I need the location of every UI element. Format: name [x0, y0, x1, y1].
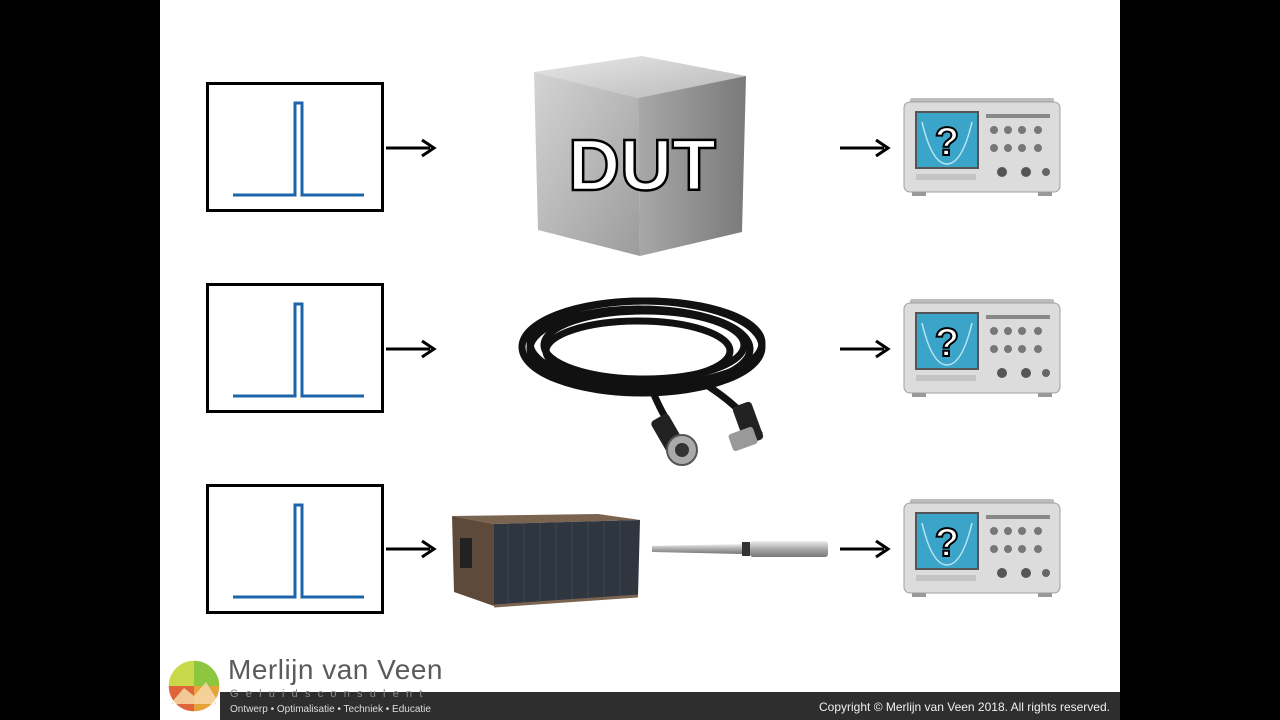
slide: DUT ?: [160, 0, 1120, 720]
subwoofer-cabinet-icon: [452, 514, 640, 608]
brand-tagline: Ontwerp • Optimalisatie • Techniek • Edu…: [230, 704, 431, 715]
impulse-signal-icon: [233, 101, 364, 197]
copyright-text: Copyright © Merlijn van Veen 2018. All r…: [819, 700, 1110, 714]
scope-question-mark: ?: [935, 521, 959, 565]
impulse-box-row2: [206, 283, 384, 413]
brand-logo-icon: [167, 659, 221, 713]
footer-bar: [220, 692, 1120, 720]
dut-label: DUT: [568, 126, 716, 206]
scope-question-mark: ?: [935, 120, 959, 164]
impulse-box-row3: [206, 484, 384, 614]
arrow-row2-out: [840, 339, 891, 359]
arrow-row2-in: [386, 339, 437, 359]
xlr-cable-icon: [518, 297, 766, 466]
brand-subtitle: Geluidsconsulent: [230, 688, 430, 700]
oscilloscope-icon: ?: [903, 299, 1061, 397]
arrow-row3-in: [386, 539, 437, 559]
oscilloscope-icon: ?: [903, 98, 1061, 196]
arrow-row1-out: [840, 138, 891, 158]
arrow-row3-out: [840, 539, 891, 559]
impulse-box-row1: [206, 82, 384, 212]
arrow-row1-in: [386, 138, 437, 158]
dut-cube: DUT: [534, 56, 746, 256]
measurement-microphone-icon: [652, 541, 828, 557]
oscilloscope-icon: ?: [903, 499, 1061, 597]
brand-name: Merlijn van Veen: [228, 654, 444, 685]
impulse-signal-icon: [233, 302, 364, 398]
impulse-signal-icon: [233, 503, 364, 599]
scope-question-mark: ?: [935, 321, 959, 365]
